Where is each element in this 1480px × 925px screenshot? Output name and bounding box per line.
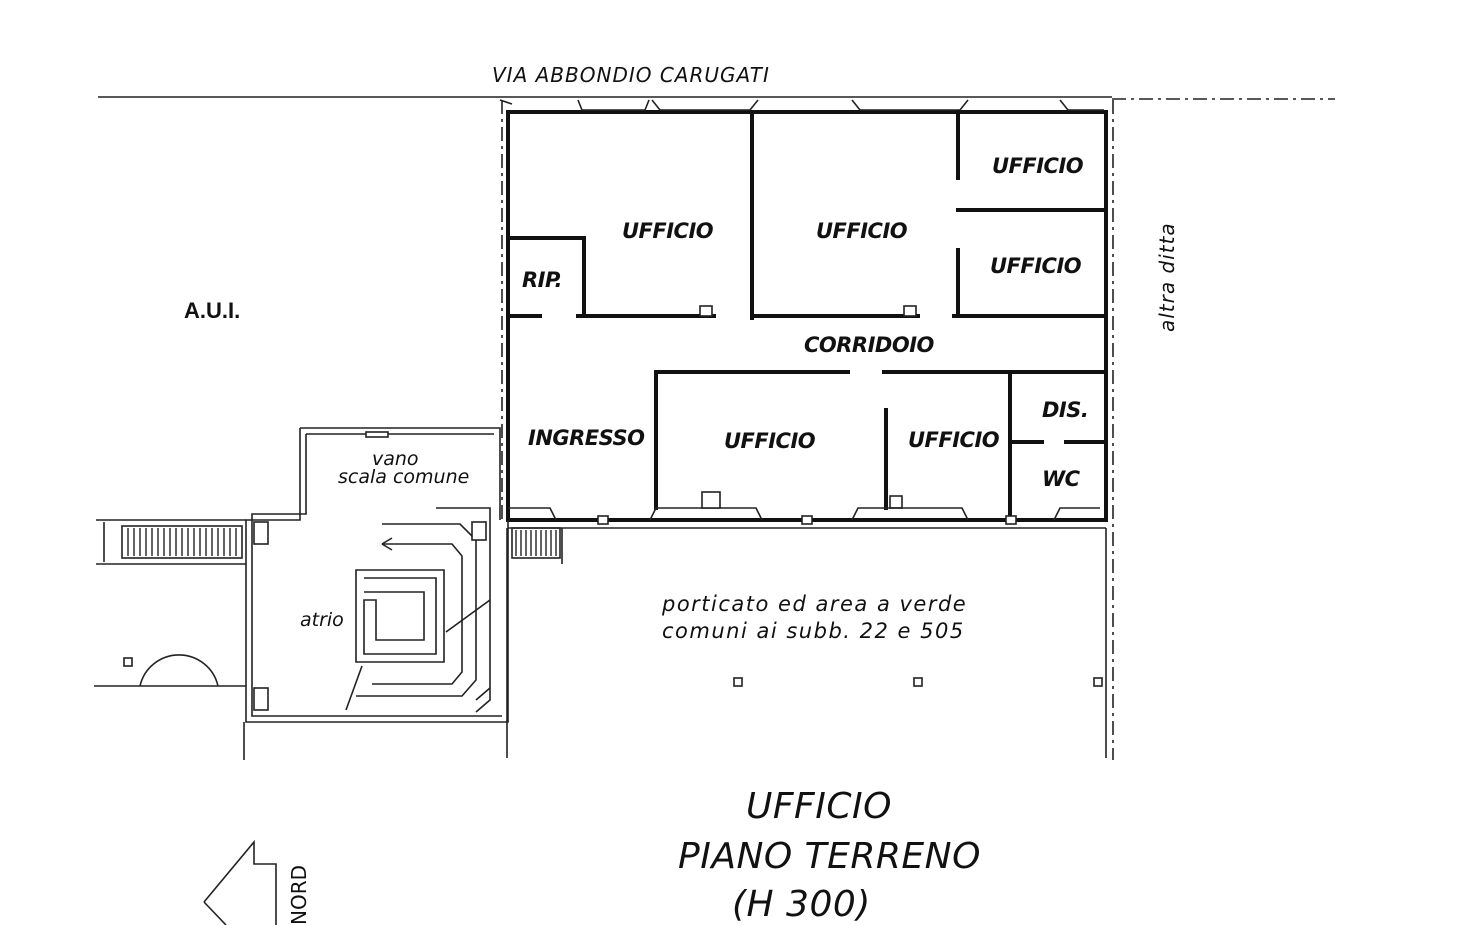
north-arrow-icon [203,839,277,925]
room-label-vano-line2: scala comune [338,466,469,488]
room-label-atrio: atrio [300,609,344,631]
room-label-ufficio-4: UFFICIO [990,254,1082,278]
room-label-ufficio-2: UFFICIO [816,219,908,243]
room-label-dis: DIS. [1042,398,1088,422]
stair-hatch-left [127,528,237,556]
title-line3: (H 300) [732,884,871,925]
north-label: NORD [287,865,311,925]
room-label-vano-line1: vano [372,448,419,470]
title-line1: UFFICIO [746,786,892,827]
street-line [98,96,1335,100]
room-label-ufficio-6: UFFICIO [908,428,1000,452]
office-walls [499,99,1114,760]
room-label-ufficio-5: UFFICIO [724,429,816,453]
street-label: VIA ABBONDIO CARUGATI [492,63,770,87]
room-label-ufficio-1: UFFICIO [622,219,714,243]
neighbor-right-label: altra ditta [1155,222,1179,332]
neighbor-left-label: A.U.I. [184,298,240,323]
room-label-ingresso: INGRESSO [528,426,645,450]
room-label-rip: RIP. [522,268,562,292]
room-label-wc: WC [1042,467,1081,491]
portico-note-line1: porticato ed area a verde [661,592,967,616]
room-label-ufficio-3: UFFICIO [992,154,1084,178]
stair-block [94,427,563,760]
portico-note-line2: comuni ai subb. 22 e 505 [662,619,965,643]
room-label-corridoio: CORRIDOIO [804,333,935,357]
stair-hatch-right [515,530,557,556]
portico-boundary [506,528,1107,758]
title-line2: PIANO TERRENO [678,836,981,877]
